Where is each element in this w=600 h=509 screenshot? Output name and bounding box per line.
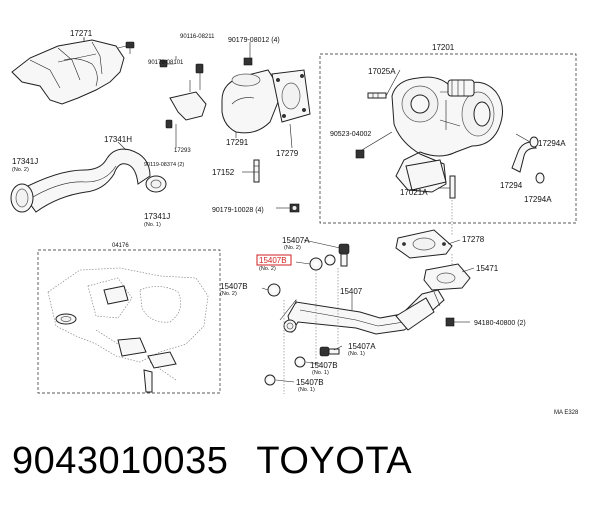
turbocharger-part[interactable] bbox=[391, 76, 503, 193]
label-17294a-bottom: 17294A bbox=[524, 195, 552, 204]
label-17279: 17279 bbox=[276, 149, 299, 158]
note-no1-15407b-bottom: (No. 1) bbox=[298, 387, 315, 393]
label-15407b-left: 15407B bbox=[220, 282, 248, 291]
turbo-gasket-part[interactable] bbox=[395, 229, 453, 259]
highlight-box-15407b bbox=[256, 254, 292, 266]
label-15407: 15407 bbox=[340, 287, 363, 296]
outlet-elbow-part[interactable] bbox=[221, 69, 283, 134]
part-caption: 9043010035 TOYOTA bbox=[12, 440, 440, 483]
diagram-code: MA E328 bbox=[554, 410, 579, 416]
label-17293: 17293 bbox=[174, 148, 191, 154]
overview-engine-sketch bbox=[47, 267, 209, 393]
union-bolt-icon bbox=[319, 243, 350, 357]
label-17294: 17294 bbox=[500, 181, 523, 190]
oil-hose-part[interactable] bbox=[511, 141, 537, 173]
gasket-part[interactable] bbox=[271, 69, 311, 123]
label-90179-10028: 90179-10028 (4) bbox=[212, 207, 264, 214]
parts-diagram: 17271 90116-08211 90179-08012 (4) 90179-… bbox=[10, 29, 579, 416]
label-15407a-top: 15407A bbox=[282, 236, 310, 245]
heat-insulator-part[interactable] bbox=[11, 39, 125, 105]
note-no2-15407b-highlighted: (No. 2) bbox=[259, 266, 276, 272]
bolt-icon bbox=[125, 41, 135, 54]
label-17341j-left: 17341J bbox=[12, 157, 38, 166]
label-04176: 04176 bbox=[112, 243, 129, 249]
label-15407b-highlighted[interactable]: 15407B bbox=[259, 256, 287, 265]
label-90116-08211: 90116-08211 bbox=[180, 34, 215, 40]
nut-icon bbox=[289, 203, 300, 213]
note-no1-15407a-bottom: (No. 1) bbox=[348, 351, 365, 357]
label-90523-04002: 90523-04002 bbox=[330, 131, 371, 138]
label-17271: 17271 bbox=[70, 29, 93, 38]
hose-part[interactable] bbox=[19, 148, 151, 213]
label-90179-08012: 90179-08012 (4) bbox=[228, 37, 280, 44]
leader-lines bbox=[83, 38, 531, 394]
overview-inset-frame bbox=[37, 249, 221, 394]
stud-icon bbox=[253, 159, 260, 183]
clip-icon bbox=[529, 136, 545, 184]
brand-name: TOYOTA bbox=[256, 440, 413, 482]
nut-icon bbox=[243, 57, 253, 66]
label-17025a: 17025A bbox=[368, 67, 396, 76]
label-94180-40800: 94180-40800 (2) bbox=[474, 320, 526, 327]
label-17201: 17201 bbox=[432, 43, 455, 52]
label-17341j-right: 17341J bbox=[144, 212, 170, 221]
note-no2-15407b-left: (No. 2) bbox=[220, 291, 237, 297]
label-90119-08374: 90119-08374 (2) bbox=[144, 162, 184, 168]
note-no1-17341j-right: (No. 1) bbox=[144, 222, 161, 228]
note-no1-15407b-right: (No. 1) bbox=[312, 370, 329, 376]
oil-pipe-part[interactable] bbox=[279, 289, 445, 335]
note-no2-17341j-left: (No. 2) bbox=[12, 167, 29, 173]
label-15471: 15471 bbox=[476, 264, 499, 273]
part-number: 9043010035 bbox=[12, 440, 229, 482]
label-17152: 17152 bbox=[212, 168, 235, 177]
label-90179-08101: 90179-08101 bbox=[148, 60, 184, 66]
label-17278: 17278 bbox=[462, 235, 485, 244]
bracket-part[interactable] bbox=[169, 80, 207, 121]
label-17341h: 17341H bbox=[104, 135, 132, 144]
bolt-icon bbox=[159, 59, 204, 129]
label-15407b-bottom: 15407B bbox=[296, 378, 324, 387]
hose-clamp-left-icon bbox=[10, 183, 34, 213]
washer-icon bbox=[264, 254, 336, 386]
label-15407b-right: 15407B bbox=[310, 361, 338, 370]
note-no2-15407a-top: (No. 2) bbox=[284, 245, 301, 251]
flange-gasket-part[interactable] bbox=[423, 263, 471, 291]
label-17021a: 17021A bbox=[400, 188, 428, 197]
nut-icon bbox=[445, 317, 455, 327]
turbo-assembly-frame bbox=[319, 53, 577, 224]
label-17291: 17291 bbox=[226, 138, 249, 147]
hose-clamp-right-icon bbox=[145, 175, 167, 193]
label-17294a-top: 17294A bbox=[538, 139, 566, 148]
label-15407a-bottom: 15407A bbox=[348, 342, 376, 351]
nut-icon bbox=[355, 149, 365, 159]
